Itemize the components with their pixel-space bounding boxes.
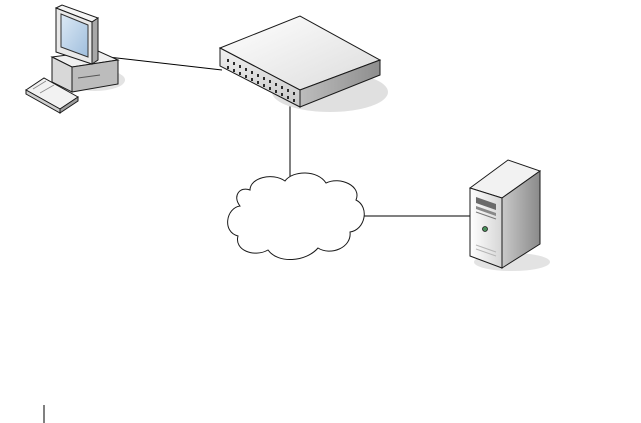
link-workstation-switch (108, 57, 222, 70)
cloud-shape (228, 173, 365, 260)
cloud-icon (228, 173, 365, 260)
server-power-led (483, 227, 488, 232)
switch-icon (220, 16, 388, 112)
workstation-icon (26, 5, 125, 113)
server-icon (470, 160, 550, 271)
